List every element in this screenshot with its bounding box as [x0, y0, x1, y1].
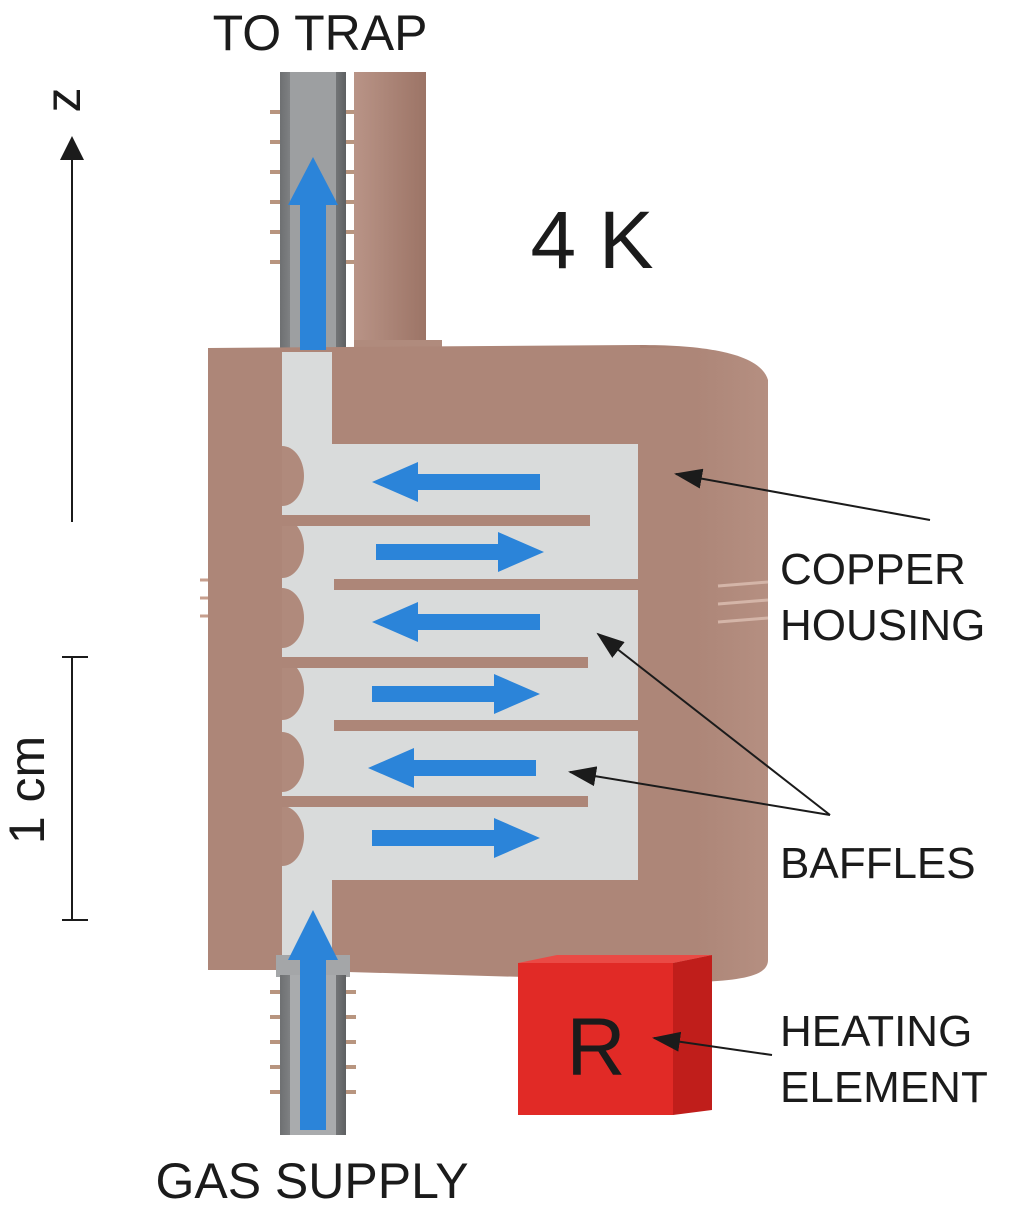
wall-half-discs — [282, 446, 304, 866]
baffle-arrow-2 — [376, 532, 544, 572]
baffle-2 — [334, 579, 638, 590]
scale-label: 1 cm — [0, 736, 55, 844]
inlet-arrow — [288, 910, 338, 1130]
scale-bar: 1 cm — [0, 656, 88, 921]
heater-symbol: R — [566, 1002, 625, 1093]
z-axis: z — [35, 88, 91, 522]
copper-pipe — [354, 72, 442, 358]
temperature-label: 4 K — [530, 195, 653, 286]
baffle-4 — [334, 720, 638, 731]
flow-arrows — [288, 157, 544, 1130]
baffles-callout: BAFFLES — [568, 632, 976, 888]
to-trap-label: TO TRAP — [213, 5, 428, 61]
heating-element-label-line1: HEATING — [780, 1007, 972, 1056]
copper-housing-callout: COPPER HOUSING — [674, 468, 985, 650]
heating-element-label-line2: ELEMENT — [780, 1063, 988, 1112]
copper-housing-label-line2: HOUSING — [780, 601, 985, 650]
baffle-arrow-4 — [372, 674, 540, 714]
baffles-label: BAFFLES — [780, 839, 976, 888]
z-axis-label: z — [35, 88, 91, 113]
outlet-arrow — [288, 157, 338, 350]
baffle-arrow-6 — [372, 818, 540, 858]
copper-housing-label-line1: COPPER — [780, 545, 966, 594]
baffle-arrow-5 — [368, 748, 536, 788]
baffles — [282, 515, 638, 807]
baffle-arrow-3 — [372, 602, 540, 642]
baffle-arrow-1 — [372, 462, 540, 502]
baffle-1 — [282, 515, 590, 526]
heating-element-callout: HEATING ELEMENT — [652, 1007, 988, 1112]
baffle-3 — [282, 657, 588, 668]
gas-supply-label: GAS SUPPLY — [155, 1153, 468, 1207]
heating-element: R — [518, 955, 712, 1115]
baffle-5 — [282, 796, 588, 807]
